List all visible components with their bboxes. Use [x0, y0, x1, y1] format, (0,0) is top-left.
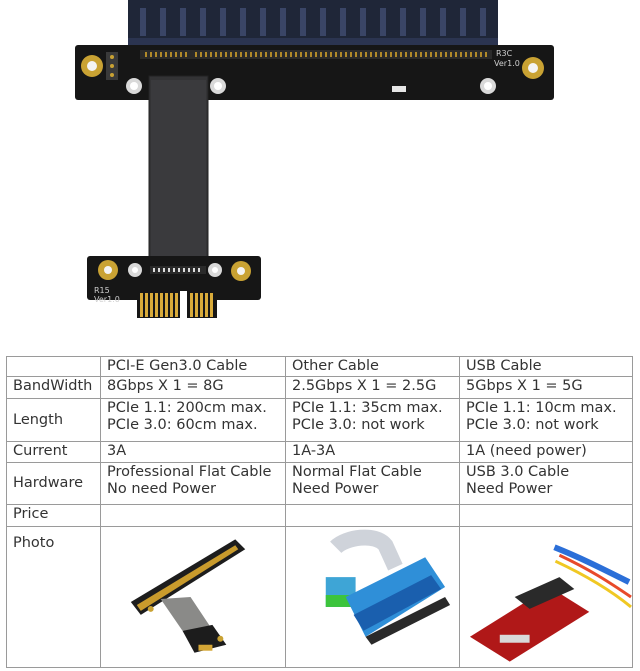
row-label: Hardware	[6, 462, 101, 505]
row-label: BandWidth	[6, 376, 101, 399]
pcie-riser-thumbnail	[130, 539, 246, 653]
header-cell: Other Cable	[285, 356, 460, 377]
header-cell: USB Cable	[459, 356, 633, 377]
table-cell	[285, 504, 460, 527]
row-label: Photo	[6, 526, 101, 668]
table-row: Price	[6, 504, 633, 527]
board-bottom-model: R15	[94, 286, 110, 295]
table-cell: 5Gbps X 1 = 5G	[459, 376, 633, 399]
table-header-row: PCI-E Gen3.0 Cable Other Cable USB Cable	[6, 356, 633, 377]
table-cell	[459, 504, 633, 527]
photo-other-cable	[285, 526, 460, 668]
photo-pcie-cable	[100, 526, 286, 668]
table-cell	[100, 504, 286, 527]
board-bottom-version: Ver1.0	[94, 295, 120, 304]
other-riser-thumbnail	[325, 529, 451, 645]
board-top-model: R3C	[496, 49, 513, 58]
table-cell: 8Gbps X 1 = 8G	[100, 376, 286, 399]
table-row: BandWidth 8Gbps X 1 = 8G 2.5Gbps X 1 = 2…	[6, 376, 633, 399]
usb-riser-thumbnail	[469, 544, 632, 662]
photo-usb-cable	[459, 526, 633, 668]
table-row: Length PCIe 1.1: 200cm max.PCIe 3.0: 60c…	[6, 398, 633, 442]
table-cell: 2.5Gbps X 1 = 2.5G	[285, 376, 460, 399]
product-photo: R3C Ver1.0 R15 Ver1.0	[75, 0, 554, 318]
table-row: Current 3A 1A-3A 1A (need power)	[6, 441, 633, 463]
table-cell: 1A-3A	[285, 441, 460, 463]
board-top-version: Ver1.0	[494, 59, 520, 68]
header-cell: PCI-E Gen3.0 Cable	[100, 356, 286, 377]
row-label: Length	[6, 398, 101, 442]
table-cell: 3A	[100, 441, 286, 463]
table-cell: 1A (need power)	[459, 441, 633, 463]
row-label: Current	[6, 441, 101, 463]
table-cell: PCIe 1.1: 10cm max.PCIe 3.0: not work	[459, 398, 633, 442]
comparison-table: PCI-E Gen3.0 Cable Other Cable USB Cable…	[6, 356, 633, 668]
row-label: Price	[6, 504, 101, 527]
table-cell: PCIe 1.1: 35cm max.PCIe 3.0: not work	[285, 398, 460, 442]
table-row: Photo	[6, 526, 633, 668]
table-cell: PCIe 1.1: 200cm max.PCIe 3.0: 60cm max.	[100, 398, 286, 442]
header-cell	[6, 356, 101, 377]
